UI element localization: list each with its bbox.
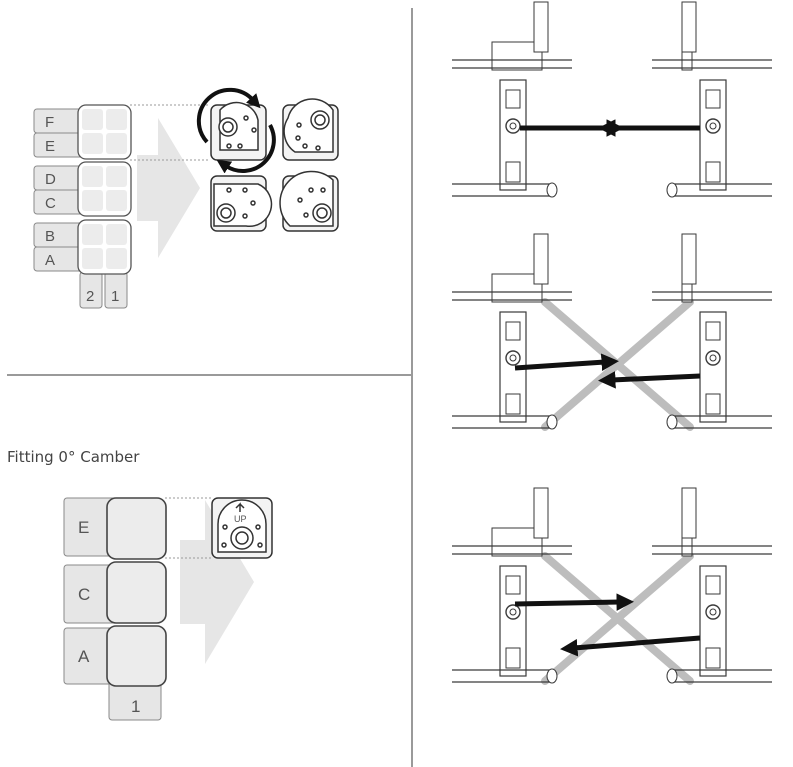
label-zero-c: C	[78, 585, 90, 604]
label-d: D	[45, 171, 56, 188]
direction-arrow-icon	[514, 353, 619, 371]
direction-arrow-icon	[560, 635, 701, 657]
up-plate-icon: UP	[211, 497, 273, 559]
label-a: A	[45, 252, 55, 269]
label-zero-col-1: 1	[131, 697, 140, 716]
label-zero-e: E	[78, 518, 89, 537]
zero-camber-title: Fitting 0° Camber	[7, 448, 140, 466]
label-zero-a: A	[78, 647, 90, 666]
label-b: B	[45, 228, 55, 245]
rotation-arrows-icon	[196, 87, 276, 174]
frame-panel-3	[452, 487, 772, 685]
zero-camber-grid: E C A 1 UP	[63, 497, 273, 721]
frame-panel-2	[452, 233, 772, 431]
label-f: F	[45, 114, 54, 131]
up-label: UP	[234, 514, 247, 524]
direction-arrow-icon	[598, 371, 701, 389]
label-col-1: 1	[111, 288, 119, 305]
wheelchair-frame-illustrations	[452, 1, 772, 685]
label-c: C	[45, 195, 56, 212]
direction-arrow-icon	[514, 593, 634, 611]
direction-arrow-icon	[137, 118, 200, 258]
label-e: E	[45, 138, 55, 155]
frame-panel-1	[452, 1, 772, 198]
label-col-2: 2	[86, 288, 94, 305]
camber-grid: F E D C B A 2 1	[33, 87, 339, 309]
direction-arrow-icon-2	[180, 500, 254, 664]
camber-plate-icon	[210, 98, 339, 232]
